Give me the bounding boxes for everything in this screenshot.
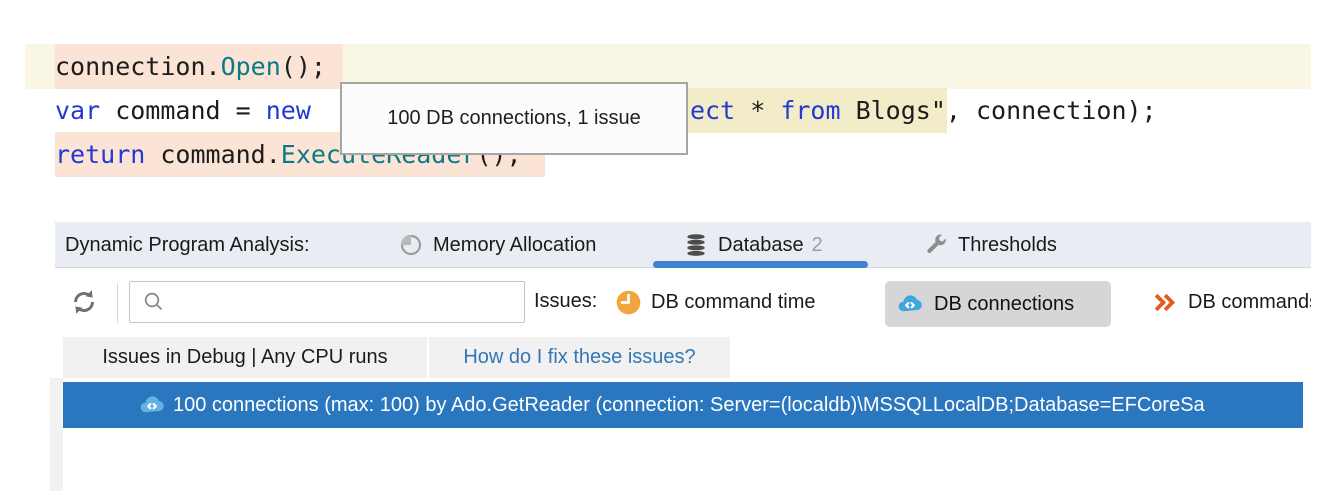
code-line-2-left[interactable]: var command = new: [55, 88, 326, 133]
code-token: Open: [220, 52, 281, 81]
code-token: [311, 96, 326, 125]
double-chevron-icon: [1151, 289, 1178, 316]
code-line-1[interactable]: connection.Open();: [55, 44, 326, 89]
database-icon: [683, 232, 709, 258]
search-icon: [142, 290, 166, 314]
tab-label: Memory Allocation: [433, 233, 597, 256]
filter-label: DB connections: [934, 292, 1075, 315]
tooltip-text: 100 DB connections, 1 issue: [387, 107, 641, 129]
db-cloud-icon: [138, 391, 166, 419]
code-token: Blogs": [840, 96, 946, 125]
clock-icon: [615, 289, 642, 316]
search-input[interactable]: [174, 281, 524, 323]
tab-thresholds[interactable]: Thresholds: [923, 222, 1057, 268]
code-token: command.: [145, 140, 281, 169]
db-connections-tooltip: 100 DB connections, 1 issue: [340, 82, 688, 155]
code-token: return: [55, 140, 146, 169]
code-token: ect: [690, 96, 736, 125]
subtab-how-to-fix-link[interactable]: How do I fix these issues?: [429, 337, 730, 378]
subtab-issues-in-debug[interactable]: Issues in Debug | Any CPU runs: [63, 337, 427, 378]
code-token: var: [55, 96, 101, 125]
subtab-label: How do I fix these issues?: [463, 346, 696, 368]
tab-label: Thresholds: [958, 233, 1057, 256]
tab-database[interactable]: Database 2: [683, 222, 823, 268]
search-box[interactable]: [129, 281, 525, 323]
pie-chart-icon: [398, 232, 424, 258]
issues-label: Issues:: [534, 290, 597, 313]
code-token: , connection);: [945, 96, 1157, 125]
code-token: from: [780, 96, 841, 125]
issue-row-selected[interactable]: 100 connections (max: 100) by Ado.GetRea…: [63, 382, 1303, 428]
code-token: *: [735, 96, 781, 125]
code-token: new: [265, 96, 311, 125]
db-cloud-icon: [896, 290, 924, 318]
dpa-toolbar: Issues: DB command time DB connections: [55, 268, 1311, 337]
filter-db-commands[interactable]: DB commands: [1151, 289, 1311, 316]
issues-label-text: Issues:: [534, 290, 598, 312]
tab-label: Database: [718, 233, 804, 256]
list-gutter: [50, 378, 63, 491]
panel-title: Dynamic Program Analysis:: [65, 222, 310, 268]
tab-memory-allocation[interactable]: Memory Allocation: [398, 222, 596, 268]
filter-label: DB command time: [651, 291, 816, 313]
code-line-2-right[interactable]: ect * from Blogs", connection);: [690, 88, 1157, 133]
code-token: command =: [100, 96, 266, 125]
line1-highlight-pink: [55, 44, 343, 89]
filter-db-connections[interactable]: DB connections: [885, 281, 1111, 327]
dpa-panel-header: Dynamic Program Analysis: Memory Allocat…: [55, 222, 1311, 268]
toolbar-divider: [117, 283, 118, 323]
refresh-button[interactable]: [69, 287, 99, 317]
wrench-icon: [923, 232, 949, 258]
code-token: ();: [280, 52, 326, 81]
issue-row-text: 100 connections (max: 100) by Ado.GetRea…: [173, 393, 1205, 416]
panel-title-label: Dynamic Program Analysis:: [65, 233, 310, 256]
selected-tab-underline: [653, 261, 868, 268]
subtab-label: Issues in Debug | Any CPU runs: [102, 346, 388, 368]
filter-db-command-time[interactable]: DB command time: [615, 289, 816, 316]
filter-label: DB commands: [1188, 291, 1311, 313]
sql-string-highlight: [640, 88, 947, 133]
code-token: connection.: [55, 52, 221, 81]
tab-count-badge: 2: [811, 233, 823, 256]
refresh-icon: [73, 290, 95, 314]
